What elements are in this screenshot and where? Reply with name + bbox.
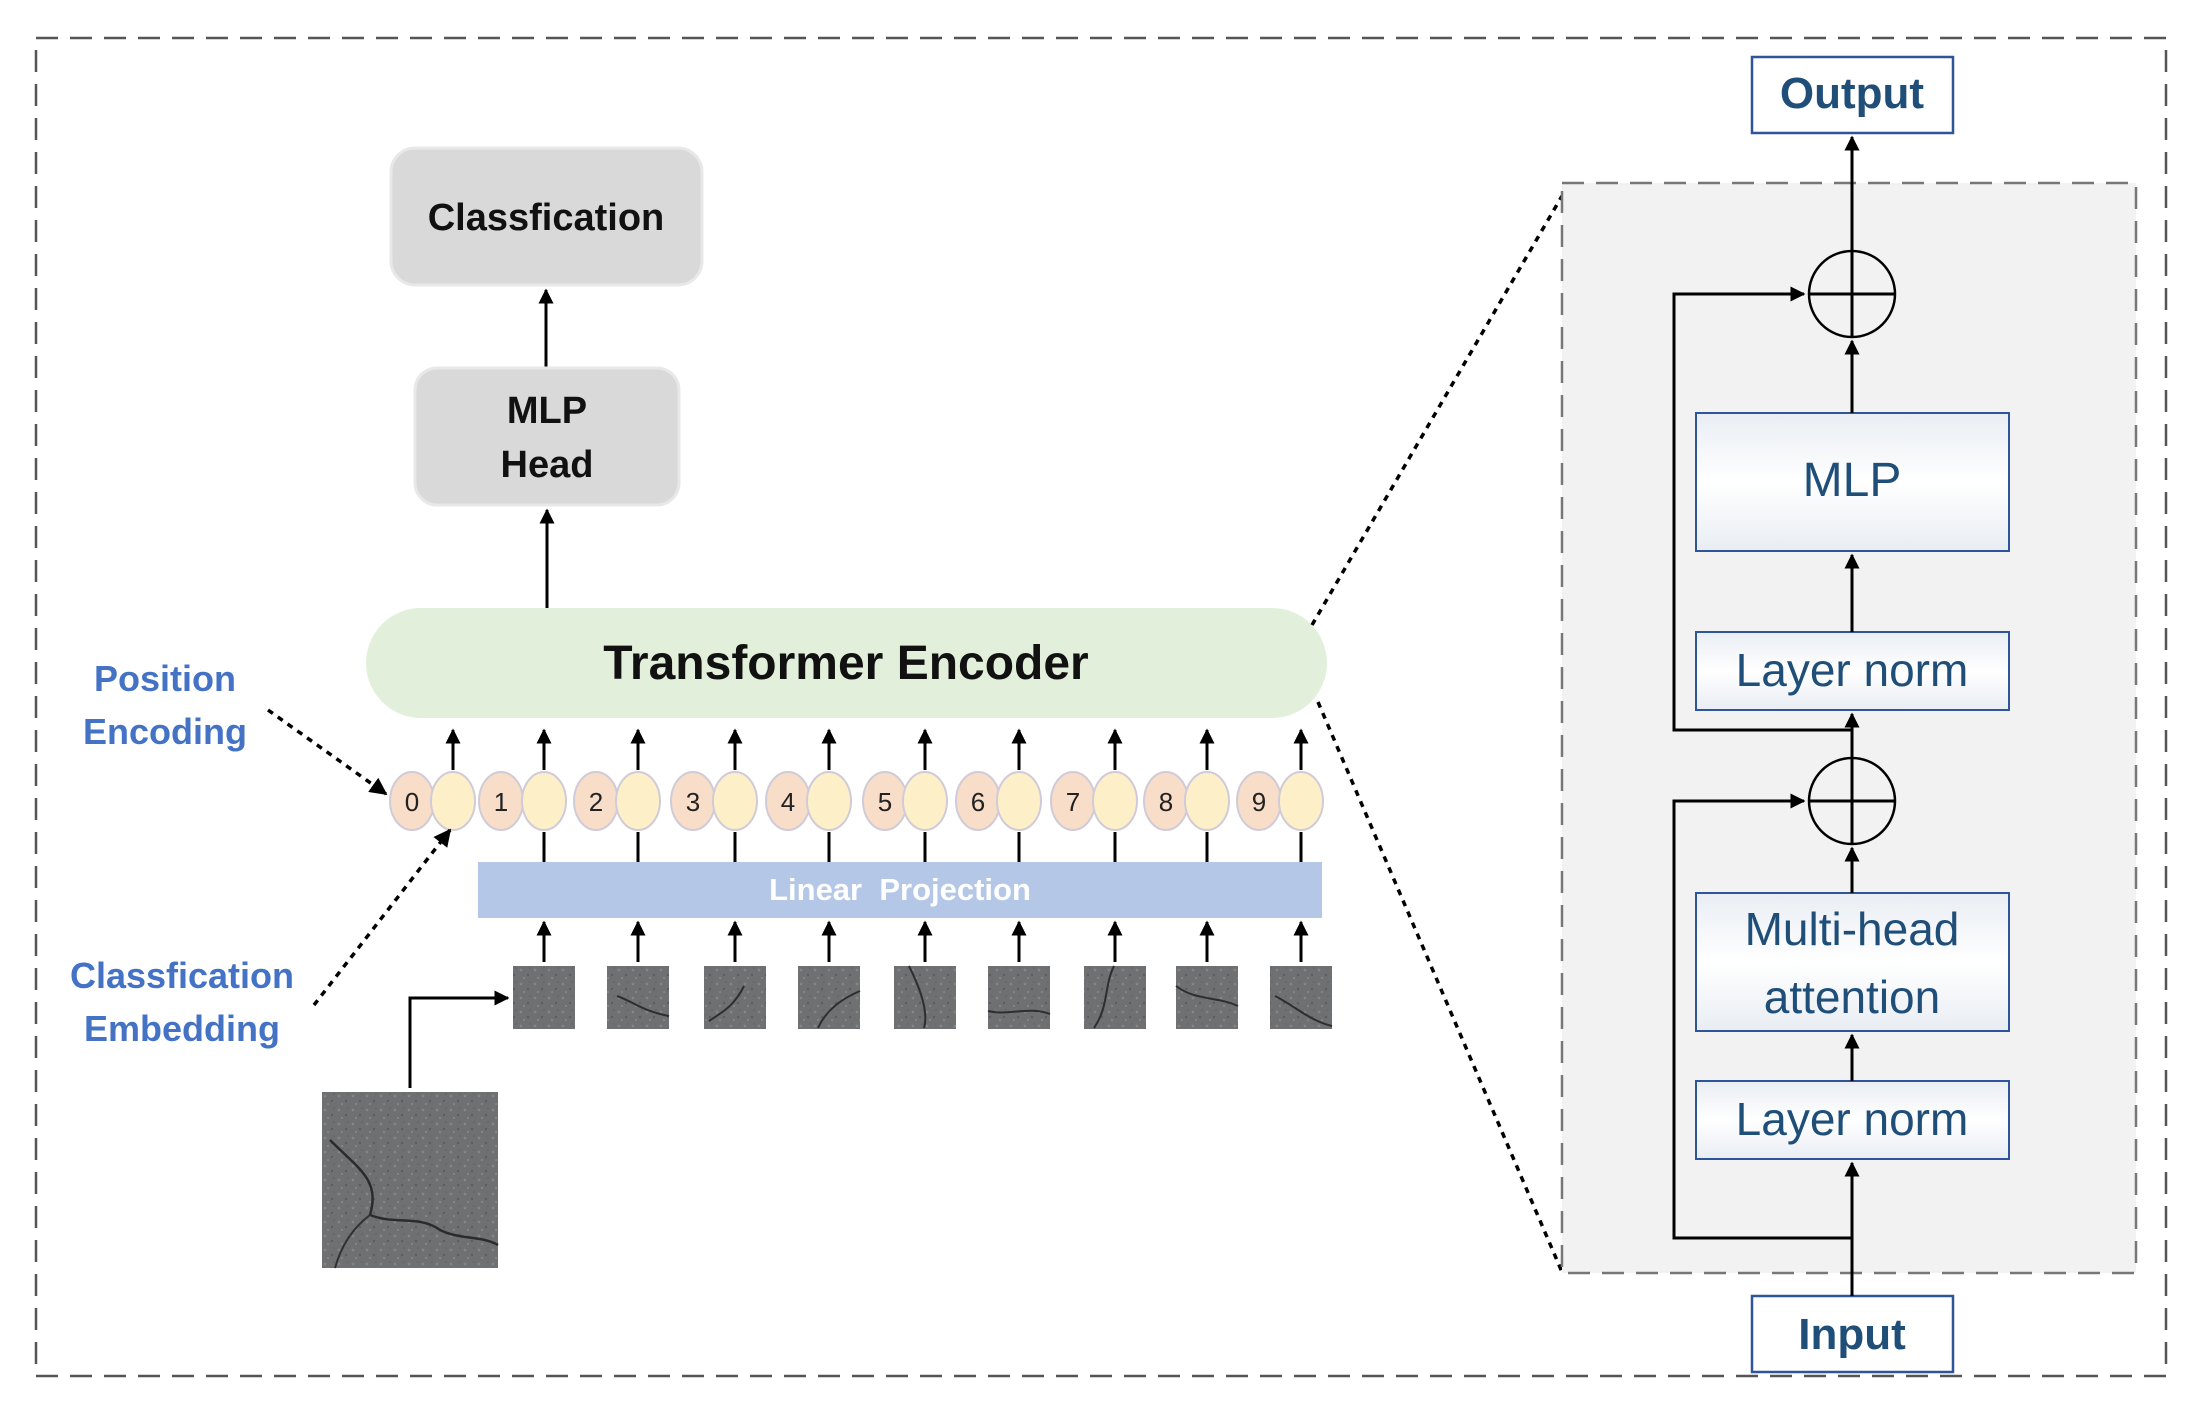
classification-embedding-line-2: Embedding bbox=[84, 1008, 280, 1049]
position-token-label: 8 bbox=[1159, 787, 1173, 817]
output-box: Output bbox=[1750, 55, 1955, 135]
token-pair: 0 bbox=[389, 728, 476, 831]
classification-label: Classfication bbox=[428, 197, 665, 239]
token-pair: 7 bbox=[1050, 728, 1138, 862]
residual-add-icon-bottom bbox=[1807, 756, 1897, 846]
position-token-label: 2 bbox=[589, 787, 603, 817]
position-token-label: 4 bbox=[781, 787, 795, 817]
image-patch bbox=[607, 920, 670, 1029]
layer-norm-top-box: Layer norm bbox=[1695, 631, 2010, 711]
embedding-token bbox=[521, 771, 567, 831]
input-crack-image bbox=[322, 1092, 499, 1269]
image-patch bbox=[1175, 920, 1239, 1029]
mlp-box: MLP bbox=[1695, 412, 2010, 552]
mlp-head-box: MLP Head bbox=[413, 366, 681, 507]
token-pair: 4 bbox=[765, 728, 852, 862]
image-patch bbox=[987, 920, 1051, 1029]
token-pair: 3 bbox=[670, 728, 758, 862]
image-patch bbox=[894, 920, 956, 1029]
layer-norm-bottom-box: Layer norm bbox=[1695, 1080, 2010, 1160]
mlp-label: MLP bbox=[1803, 454, 1902, 507]
zoom-line-bottom bbox=[1316, 701, 1564, 1273]
image-patch bbox=[704, 920, 766, 1029]
input-box: Input bbox=[1750, 1294, 1955, 1374]
classification-box: Classfication bbox=[389, 146, 704, 287]
embedding-token bbox=[1278, 771, 1324, 831]
input-label: Input bbox=[1798, 1310, 1906, 1359]
classification-embedding-line-1: Classfication bbox=[70, 955, 294, 996]
position-encoding-line-2: Encoding bbox=[83, 711, 247, 752]
output-label: Output bbox=[1780, 69, 1925, 118]
mlp-head-line-2: Head bbox=[501, 444, 594, 486]
embedding-token bbox=[1092, 771, 1138, 831]
embedding-token bbox=[996, 771, 1042, 831]
linear-projection-bar: Linear Projection bbox=[478, 862, 1322, 918]
position-token-label: 7 bbox=[1066, 787, 1080, 817]
embedding-token bbox=[1184, 771, 1230, 831]
embedding-token bbox=[712, 771, 758, 831]
transformer-encoder-label: Transformer Encoder bbox=[603, 637, 1088, 690]
residual-add-icon-top bbox=[1807, 249, 1897, 339]
multi-head-line-1: Multi-head bbox=[1745, 903, 1960, 955]
layer-norm-top-label: Layer norm bbox=[1736, 644, 1969, 696]
position-encoding-line-1: Position bbox=[94, 658, 236, 699]
position-token-label: 5 bbox=[878, 787, 892, 817]
position-token-label: 0 bbox=[405, 787, 419, 817]
position-token-label: 1 bbox=[494, 787, 508, 817]
token-pair: 6 bbox=[955, 728, 1042, 862]
image-patch bbox=[1084, 920, 1146, 1029]
linear-projection-label: Linear Projection bbox=[769, 872, 1031, 907]
embedding-token bbox=[902, 771, 948, 831]
token-pair: 8 bbox=[1143, 728, 1230, 862]
arrow-image-to-patches bbox=[408, 990, 510, 1088]
token-sequence: 0 1 2 3 4 5 6 7 8 9 bbox=[389, 728, 1324, 862]
image-patch bbox=[798, 920, 861, 1029]
embedding-token bbox=[430, 771, 476, 831]
encoder-flow-arrows bbox=[1672, 135, 1860, 1296]
outer-frame bbox=[34, 36, 2168, 1378]
position-token-label: 6 bbox=[971, 787, 985, 817]
token-pair: 5 bbox=[862, 728, 948, 862]
transformer-encoder-box: Transformer Encoder bbox=[366, 608, 1327, 718]
multi-head-line-2: attention bbox=[1764, 971, 1940, 1023]
zoom-line-top bbox=[1310, 195, 1564, 626]
image-patch bbox=[1270, 920, 1333, 1029]
token-pair: 9 bbox=[1236, 728, 1324, 862]
dotted-arrow-classification-embedding bbox=[312, 828, 452, 1007]
mlp-head-line-1: MLP bbox=[507, 390, 587, 432]
token-pair: 2 bbox=[573, 728, 661, 862]
position-token-label: 3 bbox=[686, 787, 700, 817]
patch-row bbox=[513, 920, 1333, 1029]
layer-norm-bottom-label: Layer norm bbox=[1736, 1093, 1969, 1145]
dotted-arrow-position-encoding bbox=[266, 708, 388, 796]
token-pair: 1 bbox=[478, 728, 567, 862]
multi-head-attention-box: Multi-head attention bbox=[1695, 892, 2010, 1032]
embedding-token bbox=[615, 771, 661, 831]
image-patch bbox=[513, 920, 575, 1029]
embedding-token bbox=[806, 771, 852, 831]
position-token-label: 9 bbox=[1252, 787, 1266, 817]
